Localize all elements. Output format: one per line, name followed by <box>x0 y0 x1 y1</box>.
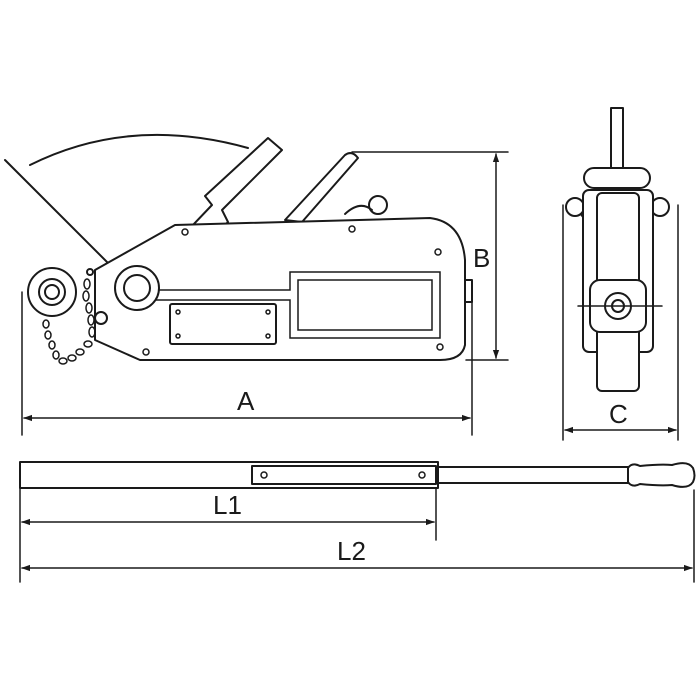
pivot-inner <box>123 274 151 302</box>
side-tab <box>464 279 473 303</box>
handle-rivet <box>260 471 268 479</box>
body-inner-line <box>149 271 441 339</box>
handle-inner-tube <box>437 466 629 484</box>
dim-label-b: B <box>473 243 490 273</box>
left-knob <box>565 197 585 217</box>
rivet <box>434 248 442 256</box>
dim-label-a: A <box>237 386 255 416</box>
rivet <box>181 228 189 236</box>
pin-top <box>86 268 94 276</box>
reverse-lever <box>284 152 359 223</box>
rivet <box>348 225 356 233</box>
rivet <box>142 348 150 356</box>
handle-grip <box>627 462 696 488</box>
safety-chain <box>42 278 96 365</box>
lever-swing-arc <box>29 133 249 166</box>
anchor-eye-inner <box>44 284 60 300</box>
body-window <box>297 279 433 331</box>
reverse-lever-knob <box>368 195 388 215</box>
handle-slot <box>251 465 437 485</box>
handle-rivet <box>418 471 426 479</box>
dim-label-l1: L1 <box>213 490 242 520</box>
telescopic-handle: L1 L2 <box>19 461 696 583</box>
name-plate <box>169 303 277 345</box>
pin-lower <box>94 311 108 325</box>
release-lever-curve <box>344 204 373 215</box>
top-crossbar <box>583 167 651 189</box>
rivet <box>436 343 444 351</box>
dim-label-l2: L2 <box>337 536 366 566</box>
end-view: C <box>562 107 679 441</box>
dim-label-c: C <box>609 399 628 429</box>
side-view: A B <box>4 133 509 436</box>
